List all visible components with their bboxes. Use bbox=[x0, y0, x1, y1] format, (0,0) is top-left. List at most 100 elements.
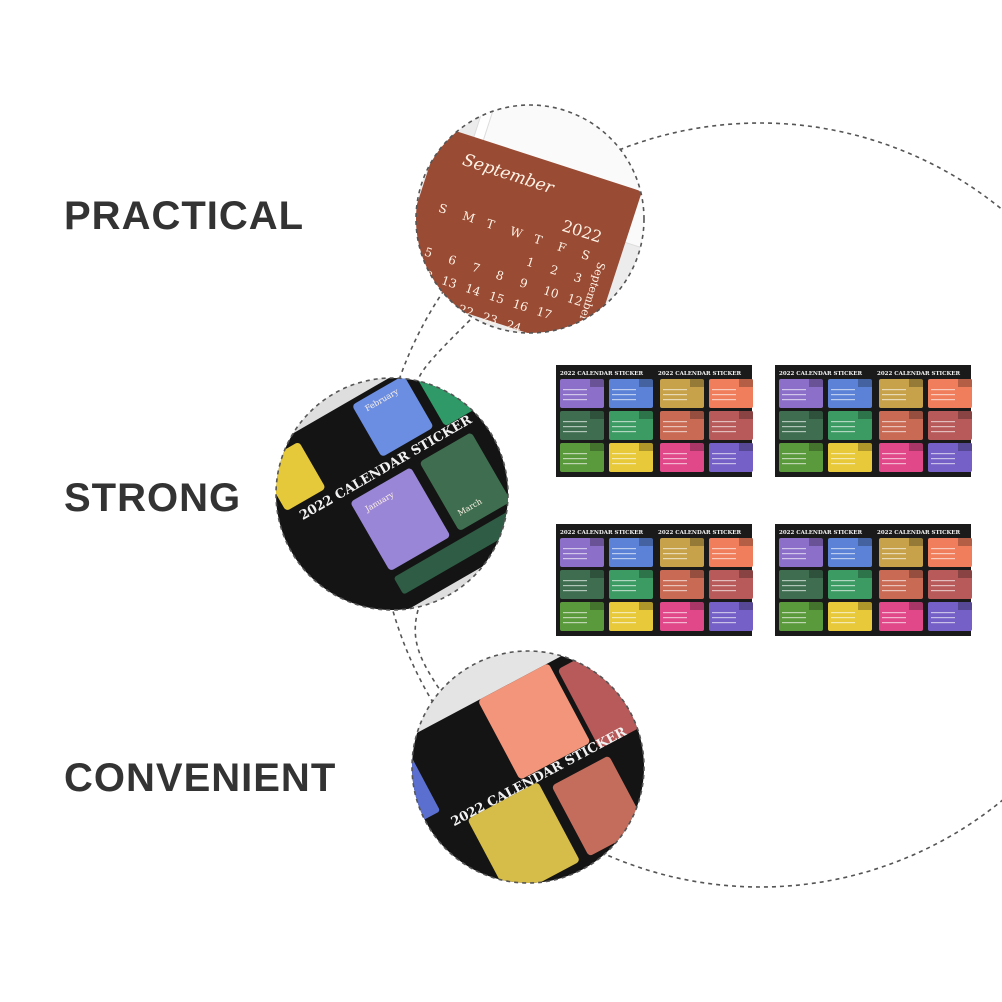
tile-date-line bbox=[563, 453, 587, 455]
sticker-tile bbox=[709, 443, 753, 472]
tile-date-line bbox=[782, 590, 806, 592]
tile-tab bbox=[739, 570, 753, 578]
tile-tab bbox=[858, 443, 872, 451]
sheet-title: 2022 CALENDAR STICKER bbox=[877, 530, 960, 536]
tile-date-line bbox=[782, 463, 806, 465]
tile-date-line bbox=[931, 585, 955, 587]
weekday-label: W bbox=[508, 224, 525, 241]
tile-date-line bbox=[782, 389, 806, 391]
tile-date-line bbox=[782, 421, 806, 423]
tile-date-line bbox=[782, 612, 806, 614]
tile-date-line bbox=[782, 622, 806, 624]
tile-date-line bbox=[831, 431, 855, 433]
tile-date-line bbox=[831, 394, 855, 396]
tile-date-line bbox=[612, 399, 636, 401]
tile-tab bbox=[590, 411, 604, 419]
sticker-tile bbox=[828, 538, 872, 567]
tile-tab bbox=[739, 443, 753, 451]
tile-date-line bbox=[831, 463, 855, 465]
tile-date-line bbox=[612, 394, 636, 396]
tile-date-line bbox=[563, 463, 587, 465]
tile-date-line bbox=[782, 399, 806, 401]
tile-tab bbox=[858, 379, 872, 387]
day-number: 24 bbox=[504, 317, 523, 335]
sticker-tile bbox=[609, 443, 653, 472]
tile-tab bbox=[809, 443, 823, 451]
tile-tab bbox=[809, 602, 823, 610]
tile-date-line bbox=[712, 558, 736, 560]
tile-date-line bbox=[712, 590, 736, 592]
tile-date-line bbox=[931, 458, 955, 460]
tile-date-line bbox=[563, 421, 587, 423]
tile-date-line bbox=[931, 548, 955, 550]
tile-date-line bbox=[663, 426, 687, 428]
tile-tab bbox=[639, 538, 653, 546]
tile-date-line bbox=[931, 421, 955, 423]
tile-date-line bbox=[612, 622, 636, 624]
tile-date-line bbox=[612, 590, 636, 592]
tile-tab bbox=[809, 411, 823, 419]
tile-date-line bbox=[612, 421, 636, 423]
sticker-tile bbox=[928, 570, 972, 599]
tile-date-line bbox=[663, 612, 687, 614]
tile-date-line bbox=[782, 426, 806, 428]
tile-tab bbox=[639, 411, 653, 419]
tile-date-line bbox=[612, 585, 636, 587]
tile-date-line bbox=[612, 617, 636, 619]
tile-date-line bbox=[782, 548, 806, 550]
tile-date-line bbox=[931, 453, 955, 455]
tile-date-line bbox=[712, 421, 736, 423]
tile-date-line bbox=[663, 399, 687, 401]
tile-date-line bbox=[712, 622, 736, 624]
tile-tab bbox=[958, 411, 972, 419]
tile-date-line bbox=[712, 431, 736, 433]
weekday-label: T bbox=[484, 216, 496, 232]
tile-date-line bbox=[831, 590, 855, 592]
sticker-tile bbox=[560, 602, 604, 631]
day-number: 1 bbox=[525, 255, 537, 271]
tile-tab bbox=[690, 602, 704, 610]
sticker-tile bbox=[779, 538, 823, 567]
day-number: 5 bbox=[423, 245, 435, 261]
tile-tab bbox=[809, 538, 823, 546]
day-number: 10 bbox=[542, 283, 561, 301]
zoom-circle-convenient: 2022 CALENDAR STICKER bbox=[411, 650, 645, 884]
day-number: 2 bbox=[548, 262, 560, 278]
tile-tab bbox=[909, 411, 923, 419]
day-number: 7 bbox=[470, 260, 482, 276]
tile-date-line bbox=[612, 548, 636, 550]
sticker-sheets: 2022 CALENDAR STICKER 2022 CALENDAR STICK… bbox=[556, 365, 972, 636]
day-number: 3 bbox=[572, 270, 584, 286]
tile-date-line bbox=[931, 399, 955, 401]
tile-date-line bbox=[831, 612, 855, 614]
sticker-tile bbox=[928, 379, 972, 408]
sticker-tile bbox=[560, 443, 604, 472]
tile-tab bbox=[690, 379, 704, 387]
tile-date-line bbox=[663, 389, 687, 391]
tile-tab bbox=[590, 443, 604, 451]
sheet-title: 2022 CALENDAR STICKER bbox=[560, 530, 643, 536]
tile-date-line bbox=[663, 622, 687, 624]
sheet-title: 2022 CALENDAR STICKER bbox=[779, 530, 862, 536]
tile-date-line bbox=[663, 558, 687, 560]
tile-date-line bbox=[663, 553, 687, 555]
tile-date-line bbox=[882, 458, 906, 460]
sticker-tile bbox=[609, 602, 653, 631]
tile-date-line bbox=[882, 612, 906, 614]
zoom-month-april: April bbox=[423, 367, 446, 385]
tile-date-line bbox=[931, 617, 955, 619]
tile-tab bbox=[909, 602, 923, 610]
sheet-title: 2022 CALENDAR STICKER bbox=[560, 371, 643, 377]
tile-tab bbox=[958, 443, 972, 451]
tile-date-line bbox=[612, 458, 636, 460]
tile-date-line bbox=[782, 617, 806, 619]
tile-tab bbox=[909, 570, 923, 578]
tile-date-line bbox=[882, 548, 906, 550]
sticker-tile bbox=[709, 538, 753, 567]
tile-date-line bbox=[782, 558, 806, 560]
zoom-circle-strong: 2022 CALENDAR STICKER January February M… bbox=[275, 367, 509, 611]
tile-date-line bbox=[782, 394, 806, 396]
sticker-tile bbox=[928, 602, 972, 631]
tile-tab bbox=[909, 443, 923, 451]
